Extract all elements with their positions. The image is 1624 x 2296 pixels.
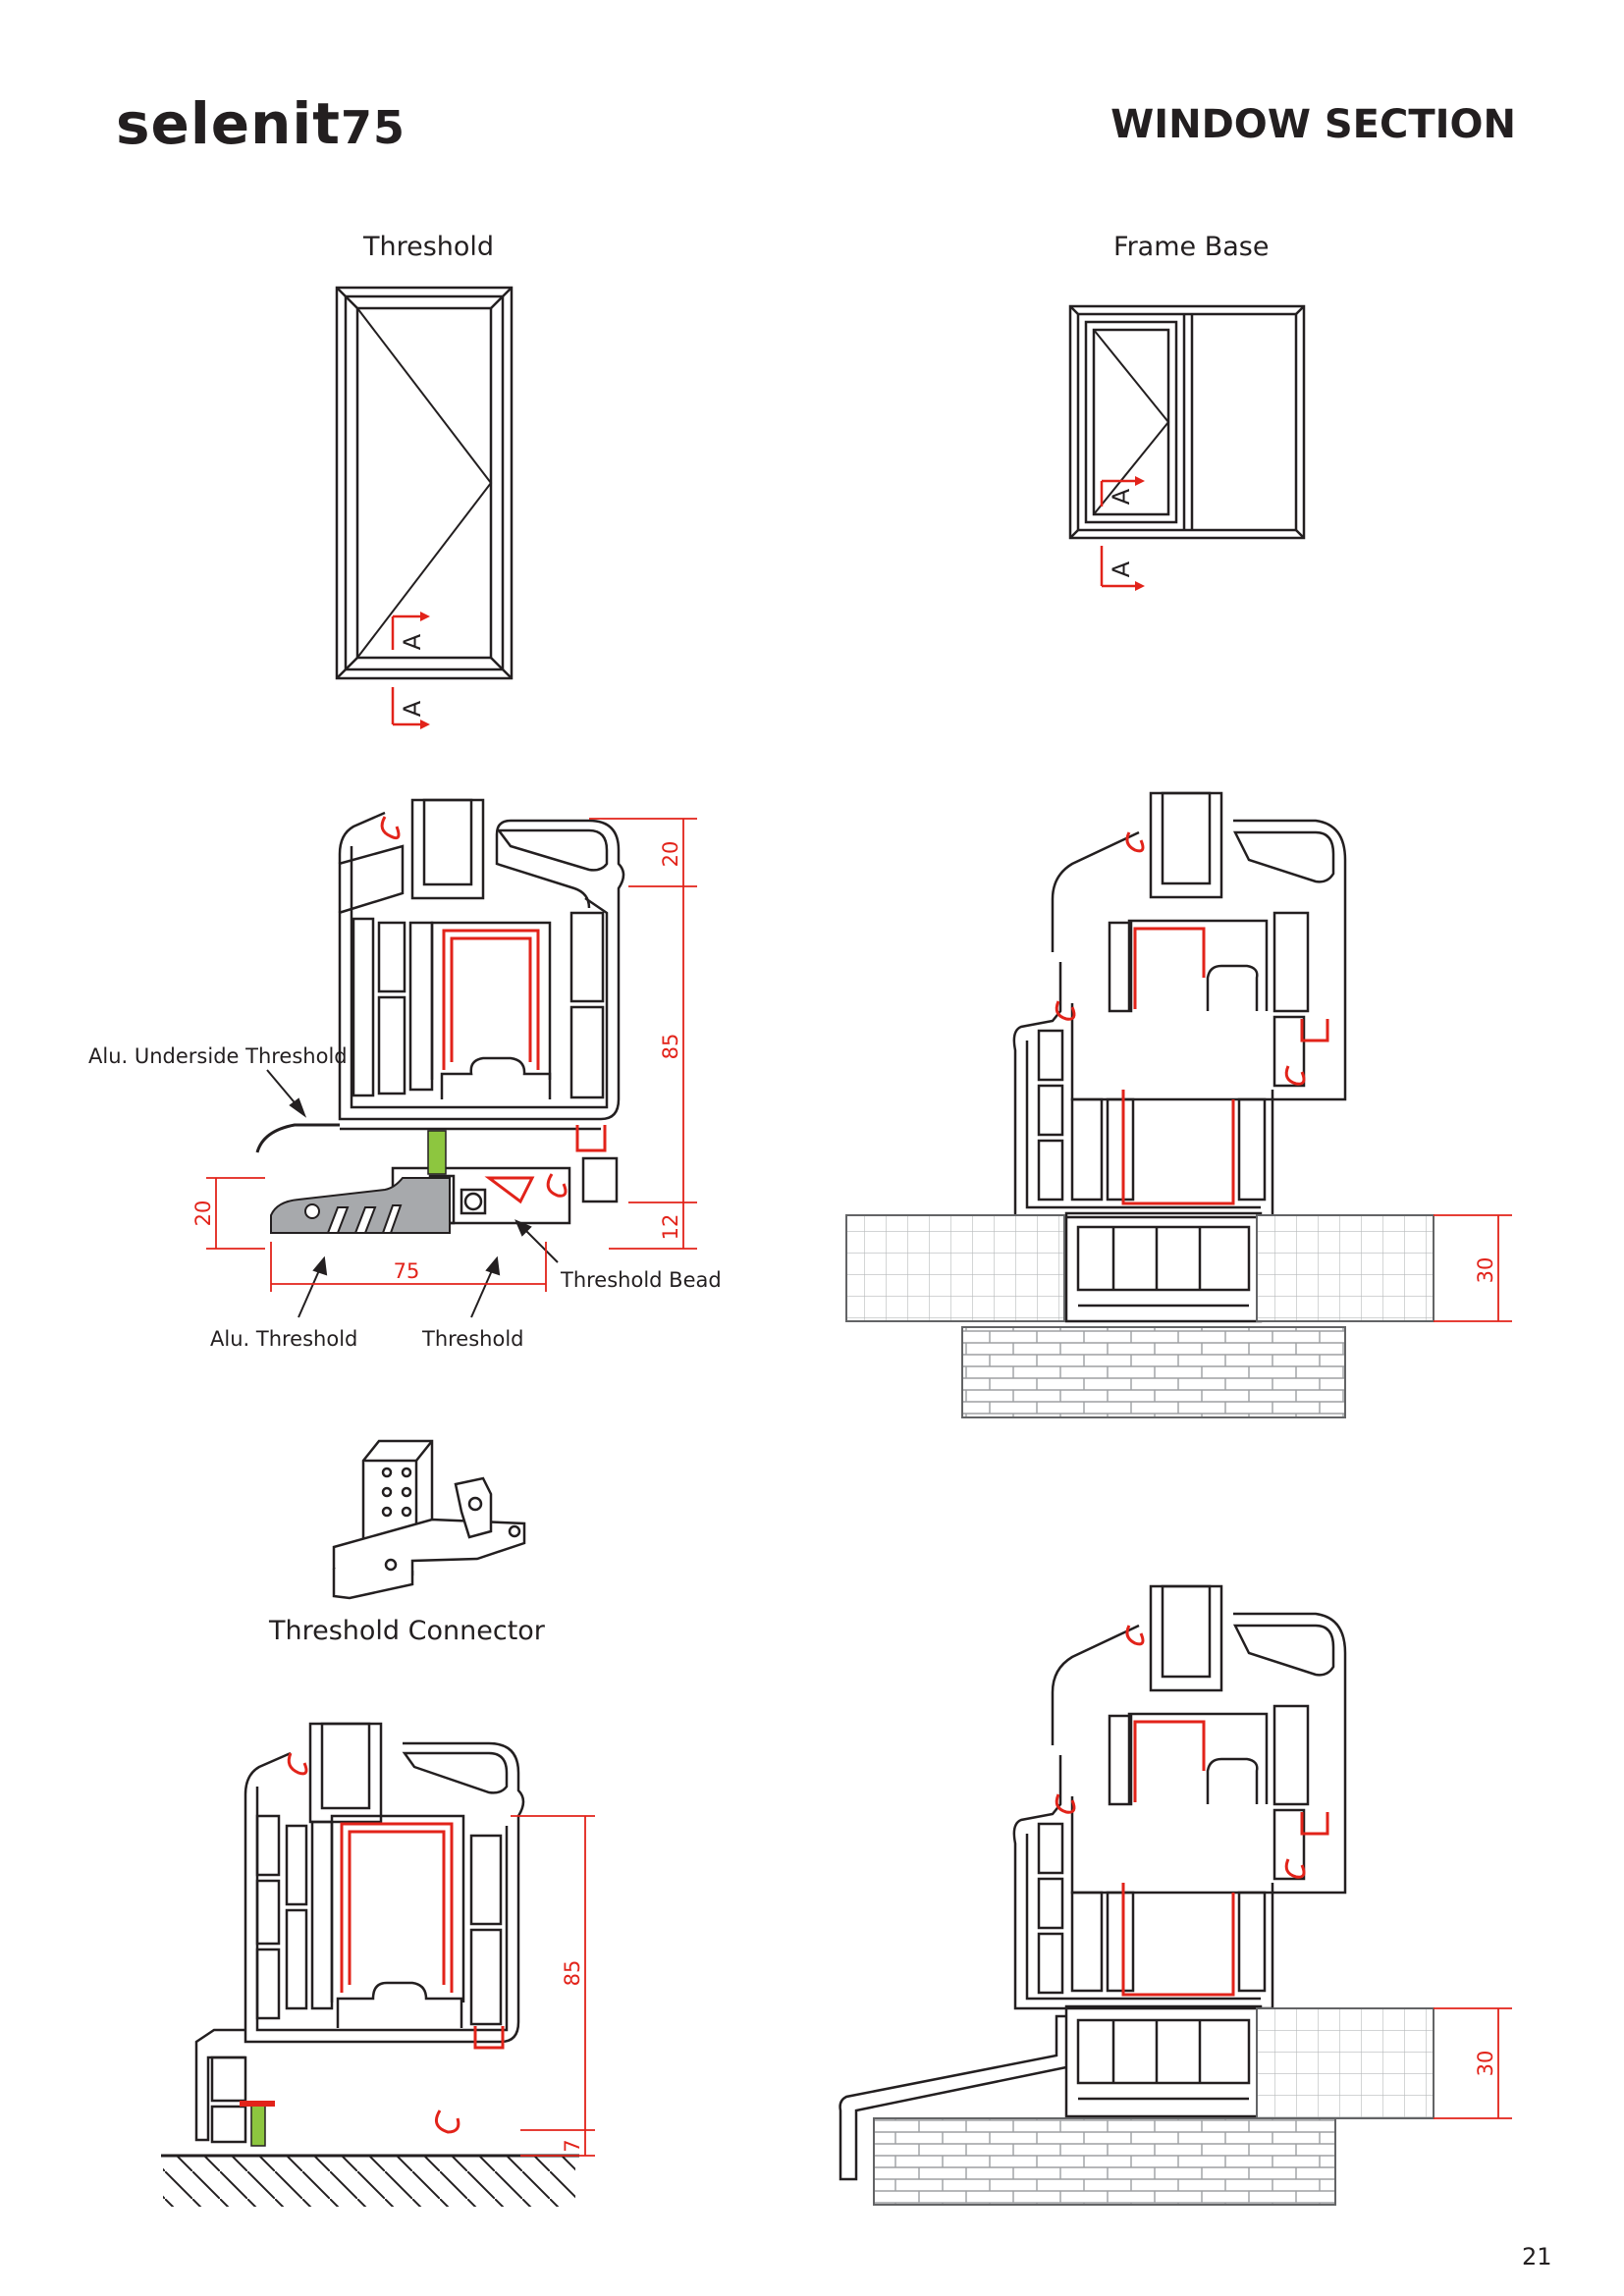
frame-base-section-profile bbox=[1012, 791, 1347, 1323]
sill-red-reinforcement bbox=[1055, 1625, 1329, 1997]
dim-30-bottom: 30 bbox=[1474, 2051, 1497, 2077]
frame-base-tile-right bbox=[1256, 1214, 1435, 1322]
section-marker-frame-base bbox=[1100, 476, 1145, 591]
label-threshold-bead: Threshold Bead bbox=[561, 1268, 722, 1292]
floor-green-gasket bbox=[250, 2104, 266, 2147]
label-alu-underside-threshold: Alu. Underside Threshold bbox=[88, 1044, 348, 1068]
dim-7: 7 bbox=[561, 2139, 584, 2152]
sill-dimensions bbox=[1434, 2007, 1512, 2119]
caption-frame-base: Frame Base bbox=[1113, 232, 1270, 262]
dim-85-bottom: 85 bbox=[561, 1960, 584, 1987]
dim-30-frame: 30 bbox=[1474, 1257, 1497, 1284]
page-title: WINDOW SECTION bbox=[1110, 102, 1516, 147]
frame-base-red-reinforcement bbox=[1055, 831, 1329, 1205]
sill-tile-right bbox=[1256, 2007, 1435, 2119]
caption-threshold-connector: Threshold Connector bbox=[269, 1616, 545, 1646]
floor-red-reinforcement bbox=[287, 1752, 505, 2134]
frame-base-dimensions bbox=[1434, 1214, 1512, 1322]
sill-bricks bbox=[873, 2117, 1336, 2206]
brand-logo: selenit75 bbox=[116, 90, 406, 157]
dim-75: 75 bbox=[394, 1259, 420, 1283]
threshold-elevation bbox=[335, 286, 514, 680]
logo-text: selenit bbox=[116, 90, 341, 157]
floor-dimensions bbox=[511, 1815, 595, 2157]
floor-red-seal bbox=[240, 2101, 275, 2107]
alu-underside-threshold-shape bbox=[255, 1123, 340, 1153]
section-mark-a-3: A bbox=[1108, 488, 1135, 505]
label-threshold: Threshold bbox=[422, 1327, 524, 1351]
threshold-green-gasket bbox=[427, 1130, 447, 1175]
frame-base-tile-left bbox=[845, 1214, 1065, 1322]
label-alu-threshold: Alu. Threshold bbox=[210, 1327, 358, 1351]
dim-12: 12 bbox=[659, 1214, 682, 1241]
threshold-connector-illustration bbox=[332, 1439, 526, 1600]
section-mark-a-2: A bbox=[399, 700, 426, 717]
threshold-red-reinforcement bbox=[380, 816, 607, 1204]
threshold-callouts bbox=[266, 1069, 559, 1318]
dim-20-top: 20 bbox=[659, 841, 682, 868]
alu-threshold-shape bbox=[270, 1177, 451, 1234]
frame-base-sill-bricks bbox=[961, 1326, 1346, 1418]
threshold-dimensions bbox=[206, 818, 697, 1292]
floor-hatch bbox=[163, 2156, 575, 2207]
sill-section-profile bbox=[839, 1584, 1347, 2181]
section-mark-a-1: A bbox=[399, 633, 426, 650]
floor-section-profile bbox=[194, 1722, 525, 2144]
logo-number: 75 bbox=[340, 101, 406, 154]
threshold-section-profile bbox=[338, 798, 625, 1225]
section-mark-a-4: A bbox=[1108, 561, 1135, 577]
frame-base-elevation bbox=[1068, 304, 1306, 540]
section-marker-threshold bbox=[391, 612, 430, 729]
dim-20-side: 20 bbox=[191, 1201, 215, 1227]
caption-threshold: Threshold bbox=[363, 232, 495, 262]
dim-85-main: 85 bbox=[659, 1034, 682, 1060]
page-number: 21 bbox=[1522, 2243, 1552, 2270]
